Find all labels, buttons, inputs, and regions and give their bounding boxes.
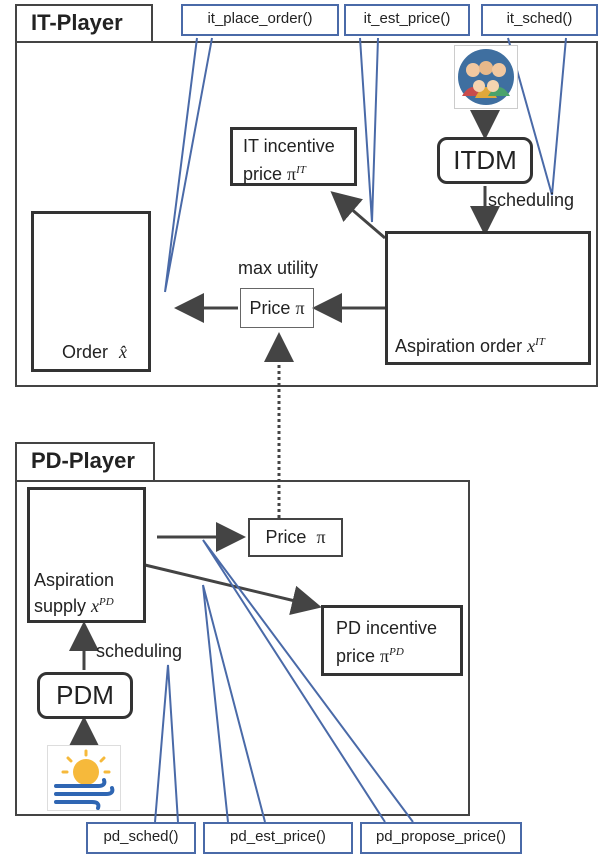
- callout-line-it-place-order: [164, 37, 213, 293]
- pdm-box: PDM: [37, 672, 133, 719]
- aspiration-supply-sup: PD: [99, 596, 114, 608]
- it-place-order-callout: it_place_order(): [181, 4, 339, 36]
- it-player-title: IT-Player: [15, 4, 153, 42]
- aspiration-order-box: [385, 231, 591, 365]
- aspiration-order-label: Aspiration order xIT: [395, 336, 545, 356]
- it-sched-callout: it_sched(): [481, 4, 598, 36]
- pd-incentive-pi: π: [380, 646, 390, 666]
- callout-line-pd-est-price: [202, 584, 266, 823]
- arrow-supply-to-incentive: [144, 563, 322, 615]
- pd-incentive-line1: PD incentive: [336, 618, 438, 638]
- it-incentive-line2: price πIT: [243, 164, 306, 184]
- pd-sched-callout: pd_sched(): [86, 822, 196, 854]
- it-incentive-pi: π: [287, 164, 297, 184]
- pd-price-box: Price π: [248, 518, 343, 557]
- aspiration-supply-x: x: [91, 596, 100, 616]
- aspiration-supply-line1: Aspiration: [34, 570, 115, 590]
- itdm-box: ITDM: [437, 137, 533, 184]
- sun-wind-icon: [47, 745, 121, 811]
- pd-price-pi: π: [316, 527, 326, 547]
- people-group-icon: [454, 45, 518, 109]
- callout-line-it-est-price: [359, 37, 379, 223]
- pd-incentive-price-box: PD incentive price πPD: [321, 605, 463, 676]
- pd-incentive-sup: PD: [389, 646, 404, 658]
- pd-scheduling-label: scheduling: [96, 641, 183, 661]
- arrow-aspiration-to-incentive: [330, 191, 386, 240]
- pd-player-title: PD-Player: [15, 442, 155, 482]
- aspiration-supply-box: [27, 487, 146, 623]
- max-utility-label: max utility: [238, 258, 319, 278]
- it-incentive-line1: IT incentive: [243, 136, 335, 156]
- it-player-frame: [15, 41, 598, 387]
- callout-line-pd-sched: [154, 664, 179, 823]
- it-price-pi: π: [295, 297, 305, 318]
- pd-player-frame: [15, 480, 470, 816]
- aspiration-order-x: x: [527, 336, 536, 356]
- aspiration-supply-line2: supply xPD: [34, 596, 114, 616]
- callout-line-pd-propose-price: [202, 539, 414, 823]
- it-est-price-callout: it_est_price(): [344, 4, 470, 36]
- order-box: [31, 211, 151, 372]
- aspiration-supply-label: Aspiration supply xPD: [34, 569, 114, 617]
- it-incentive-price-box: IT incentive price πIT: [230, 127, 357, 186]
- it-scheduling-label: scheduling: [488, 190, 575, 210]
- it-price-box: Price π: [240, 288, 314, 328]
- order-label: Order x̂: [62, 342, 128, 362]
- pd-propose-price-callout: pd_propose_price(): [360, 822, 522, 854]
- callout-line-it-sched: [507, 37, 567, 196]
- order-x-hat: x̂: [119, 342, 128, 362]
- callout-lines: [154, 37, 567, 823]
- it-incentive-sup: IT: [296, 164, 306, 176]
- pd-est-price-callout: pd_est_price(): [203, 822, 353, 854]
- pd-incentive-line2: price πPD: [336, 646, 404, 666]
- aspiration-order-sup: IT: [535, 336, 545, 348]
